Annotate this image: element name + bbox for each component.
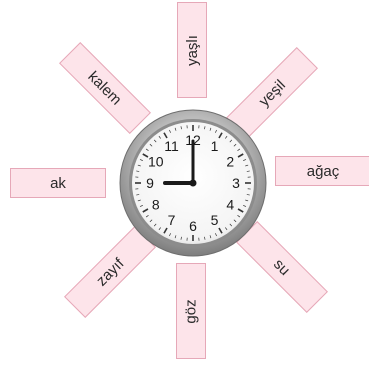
word-card-agac: ağaç: [275, 156, 369, 186]
word-zayif: zayıf: [93, 255, 127, 289]
clock-numeral: 3: [232, 175, 240, 191]
clock-numeral: 9: [146, 175, 154, 191]
clock-numeral: 6: [189, 218, 197, 234]
word-su: su: [270, 255, 293, 278]
word-card-goz: göz: [176, 263, 206, 359]
clock-numeral: 2: [226, 154, 234, 170]
word-goz: göz: [183, 299, 200, 323]
word-yasli: yaşlı: [184, 35, 201, 66]
word-ak: ak: [50, 175, 66, 192]
clock-numeral: 11: [164, 138, 179, 154]
word-card-ak: ak: [10, 168, 106, 198]
clock-numeral: 4: [226, 197, 234, 213]
clock-center-pin: [190, 180, 197, 187]
clock-numeral: 7: [168, 212, 176, 228]
word-agac: ağaç: [307, 163, 340, 180]
clock-numeral: 5: [211, 212, 219, 228]
word-yesil: yeşil: [255, 76, 288, 109]
clock-numeral: 10: [148, 154, 164, 170]
word-kalem: kalem: [85, 68, 125, 108]
wall-clock: 121234567891011: [118, 108, 268, 258]
clock-numeral: 8: [152, 197, 160, 213]
clock-numeral: 1: [211, 138, 219, 154]
word-card-yasli: yaşlı: [177, 2, 207, 98]
